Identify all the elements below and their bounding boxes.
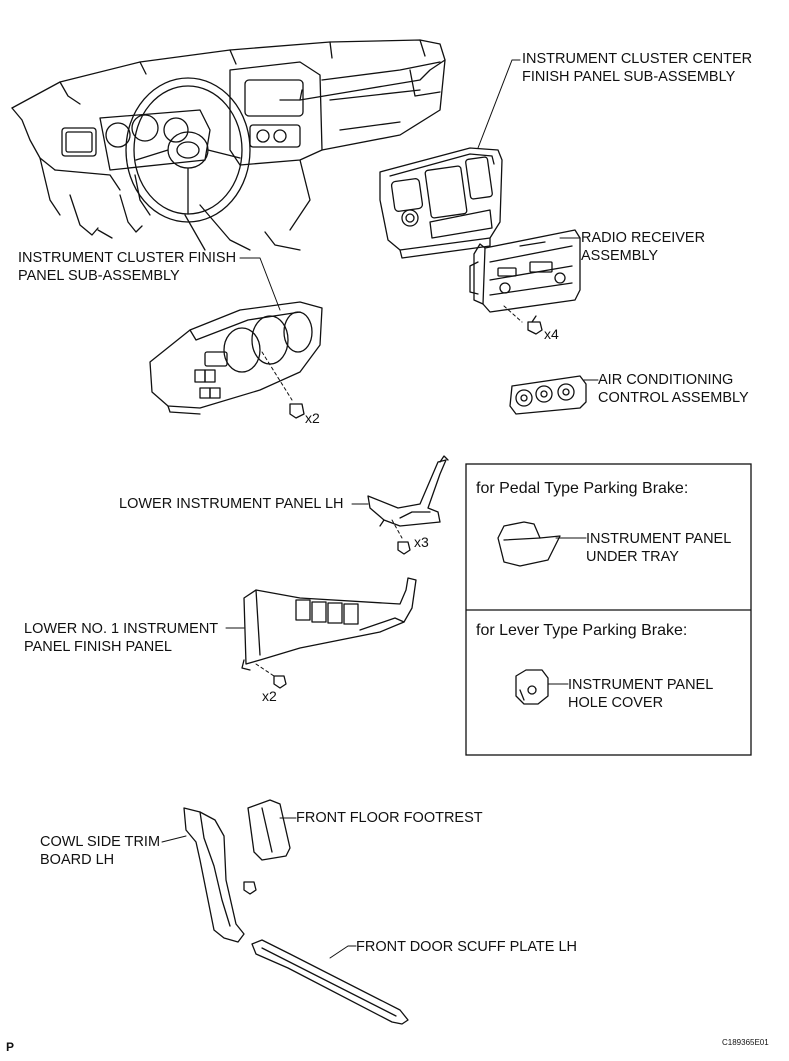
ac-control-illustration: [509, 375, 587, 415]
brake-option-box: [465, 463, 752, 756]
cowl-label-line1: COWL SIDE TRIM: [40, 834, 161, 850]
lower-finish-label-line1: LOWER NO. 1 INSTRUMENT: [24, 621, 219, 637]
lever-type-title: for Lever Type Parking Brake:: [476, 622, 688, 639]
under-tray-illustration: [497, 521, 561, 567]
center-finish-panel-illustration: [379, 147, 503, 259]
cowl-leader: [161, 835, 187, 843]
radio-screw-qty: x4: [544, 326, 559, 342]
scuff-label: FRONT DOOR SCUFF PLATE LH: [356, 939, 578, 955]
radio-screw-icon: [527, 315, 543, 335]
lower-finish-label-line2: PANEL FINISH PANEL: [24, 639, 172, 655]
dashboard-illustration: [11, 39, 446, 251]
cluster-panel-label: INSTRUMENT CLUSTER FINISH PANEL SUB-ASSE…: [18, 249, 236, 285]
center-panel-label-line2: FINISH PANEL SUB-ASSEMBLY: [522, 69, 736, 85]
scuff-plate-illustration: [251, 939, 409, 1025]
radio-label-line1: RADIO RECEIVER: [581, 230, 706, 246]
footrest-label: FRONT FLOOR FOOTREST: [296, 810, 483, 826]
hole-cover-label-line1: INSTRUMENT PANEL: [568, 677, 714, 693]
footrest-illustration: [247, 799, 291, 861]
figure-code: C189365E01: [722, 1038, 769, 1047]
scuff-leader: [329, 945, 357, 959]
hole-cover-label-line2: HOLE COVER: [568, 695, 664, 711]
lower-panel-screw-dash: [391, 519, 403, 539]
lower-finish-panel-illustration: [241, 577, 417, 671]
cluster-screw-qty: x2: [305, 410, 320, 426]
lower-finish-screw-qty: x2: [262, 688, 277, 704]
under-tray-label-line1: INSTRUMENT PANEL: [586, 531, 732, 547]
cowl-label: COWL SIDE TRIM BOARD LH: [40, 833, 160, 869]
under-tray-label: INSTRUMENT PANEL UNDER TRAY: [586, 530, 731, 566]
radio-label-line2: ASSEMBLY: [581, 248, 659, 264]
center-panel-label: INSTRUMENT CLUSTER CENTER FINISH PANEL S…: [522, 50, 752, 86]
cluster-screw-dash: [261, 351, 293, 401]
lower-finish-screw-dash: [255, 663, 275, 677]
page-mark: P: [6, 1040, 15, 1054]
ac-control-label-line1: AIR CONDITIONING: [598, 372, 734, 388]
lower-panel-illustration: [367, 455, 449, 527]
cowl-clip-icon: [243, 881, 257, 895]
cluster-panel-label-line2: PANEL SUB-ASSEMBLY: [18, 268, 180, 284]
lower-panel-label: LOWER INSTRUMENT PANEL LH: [119, 496, 344, 512]
cowl-trim-illustration: [183, 807, 245, 943]
under-tray-label-line2: UNDER TRAY: [586, 549, 679, 565]
radio-screw-dash: [503, 305, 523, 323]
lower-panel-screw-icon: [397, 541, 411, 555]
radio-receiver-illustration: [469, 229, 581, 313]
center-panel-label-line1: INSTRUMENT CLUSTER CENTER: [522, 51, 753, 67]
center-panel-leader: [477, 59, 521, 149]
cowl-label-line2: BOARD LH: [40, 852, 115, 868]
ac-control-label-line2: CONTROL ASSEMBLY: [598, 390, 749, 406]
lower-panel-screw-qty: x3: [414, 534, 429, 550]
lower-finish-screw-icon: [273, 675, 287, 689]
cluster-panel-leader: [239, 257, 281, 311]
cluster-finish-panel-illustration: [149, 301, 323, 415]
hole-cover-label: INSTRUMENT PANEL HOLE COVER: [568, 676, 713, 712]
cluster-panel-label-line1: INSTRUMENT CLUSTER FINISH: [18, 250, 237, 266]
radio-label: RADIO RECEIVER ASSEMBLY: [581, 229, 705, 265]
cluster-screw-icon: [289, 403, 305, 419]
hole-cover-illustration: [515, 669, 549, 705]
lower-finish-label: LOWER NO. 1 INSTRUMENT PANEL FINISH PANE…: [24, 620, 218, 656]
pedal-type-title: for Pedal Type Parking Brake:: [476, 480, 689, 497]
ac-control-label: AIR CONDITIONING CONTROL ASSEMBLY: [598, 371, 749, 407]
